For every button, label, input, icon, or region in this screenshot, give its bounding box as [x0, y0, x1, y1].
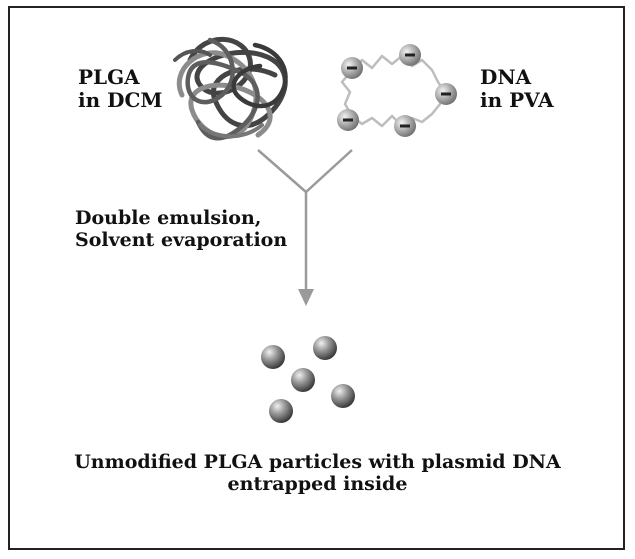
particle [269, 399, 293, 423]
dna-charged-beads [337, 44, 457, 137]
dna-negative-charge-icon [337, 109, 359, 131]
arrow-head-icon [298, 289, 314, 306]
result-caption-line1: Unmodified PLGA particles with plasmid D… [74, 451, 561, 473]
dna-label-line2: in PVA [480, 88, 554, 112]
plga-label-line2: in DCM [78, 88, 163, 112]
process-label-line2: Solvent evaporation [75, 228, 288, 251]
particle [313, 336, 337, 360]
merge-arrow [257, 149, 353, 292]
plga-polymer-coil [173, 36, 288, 141]
process-label-line1: Double emulsion, [75, 207, 262, 229]
dna-negative-charge-icon [435, 83, 457, 105]
dna-negative-charge-icon [399, 44, 421, 66]
particle [261, 345, 285, 369]
dna-negative-charge-icon [341, 57, 363, 79]
dna-label-line1: DNA [480, 65, 532, 89]
dna-label: DNA in PVA [480, 66, 554, 112]
diagram-frame [8, 6, 625, 550]
process-label: Double emulsion, Solvent evaporation [75, 207, 288, 252]
result-caption: Unmodified PLGA particles with plasmid D… [0, 451, 635, 496]
particle [291, 368, 315, 392]
dna-negative-charge-icon [394, 115, 416, 137]
result-caption-line2: entrapped inside [227, 472, 408, 495]
particle [331, 384, 355, 408]
plga-label-line1: PLGA [78, 65, 140, 89]
plga-particles [261, 336, 355, 423]
plga-label: PLGA in DCM [78, 66, 163, 112]
